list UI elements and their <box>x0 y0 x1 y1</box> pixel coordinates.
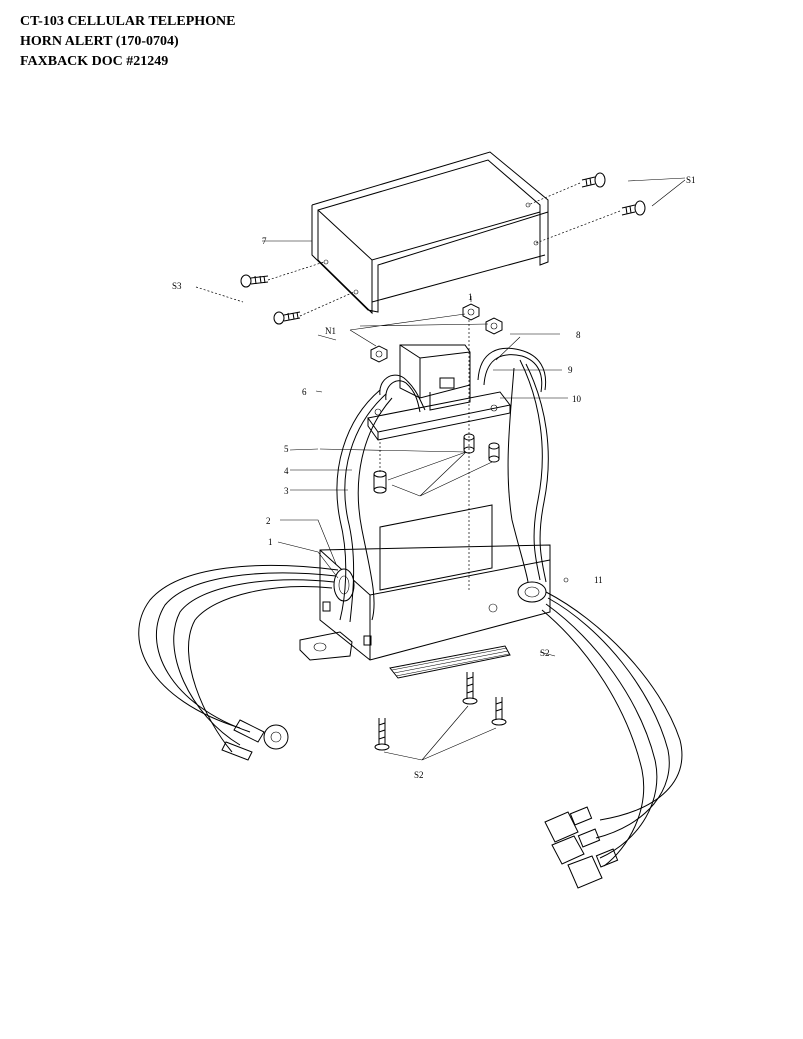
callout-10: 10 <box>572 394 582 404</box>
spade-terminal-left <box>221 741 253 761</box>
callout-6: 6 <box>302 387 307 397</box>
callout-9: 9 <box>568 365 573 375</box>
insulator-sheet <box>389 645 511 679</box>
connector-1 <box>544 806 593 843</box>
bottom-screw-3 <box>491 697 507 726</box>
connector-2 <box>551 828 601 865</box>
callout-7: 7 <box>262 236 267 246</box>
relay-board <box>367 344 511 441</box>
document-header: CT-103 CELLULAR TELEPHONE HORN ALERT (17… <box>20 12 236 72</box>
cover-part <box>311 151 549 315</box>
bottom-screw-2 <box>462 672 478 705</box>
callout-5: 5 <box>284 444 289 454</box>
callout-4: 4 <box>284 466 289 476</box>
doc-title-line-2: HORN ALERT (170-0704) <box>20 34 179 49</box>
doc-title-line-3: FAXBACK DOC #21249 <box>20 54 169 69</box>
cover-screw-left-upper <box>240 274 269 288</box>
spacer-2 <box>488 442 500 463</box>
callout-3: 3 <box>284 486 289 496</box>
callout-1: 1 <box>268 537 273 547</box>
cover-screw-right-lower <box>621 200 646 216</box>
callout-s2-bottom: S2 <box>414 770 424 780</box>
callout-1-top: 1 <box>468 292 473 302</box>
spacer-3 <box>373 470 387 494</box>
callout-n1: N1 <box>325 326 336 336</box>
chassis <box>299 504 569 661</box>
callout-2: 2 <box>266 516 271 526</box>
callout-s1: S1 <box>686 175 696 185</box>
ring-terminal <box>233 719 289 750</box>
bottom-screw-1 <box>374 718 390 751</box>
doc-title-line-1: CT-103 CELLULAR TELEPHONE <box>20 14 236 29</box>
cover-screw-left-lower <box>273 311 301 325</box>
callout-8: 8 <box>576 330 581 340</box>
cover-screw-right-upper <box>581 172 606 188</box>
nut-1 <box>462 303 480 321</box>
nut-3 <box>370 345 388 363</box>
callout-s2: S2 <box>540 648 550 658</box>
nut-2 <box>485 317 503 335</box>
connector-3 <box>567 848 619 889</box>
callout-11: 11 <box>594 575 603 585</box>
callout-s3: S3 <box>172 281 182 291</box>
